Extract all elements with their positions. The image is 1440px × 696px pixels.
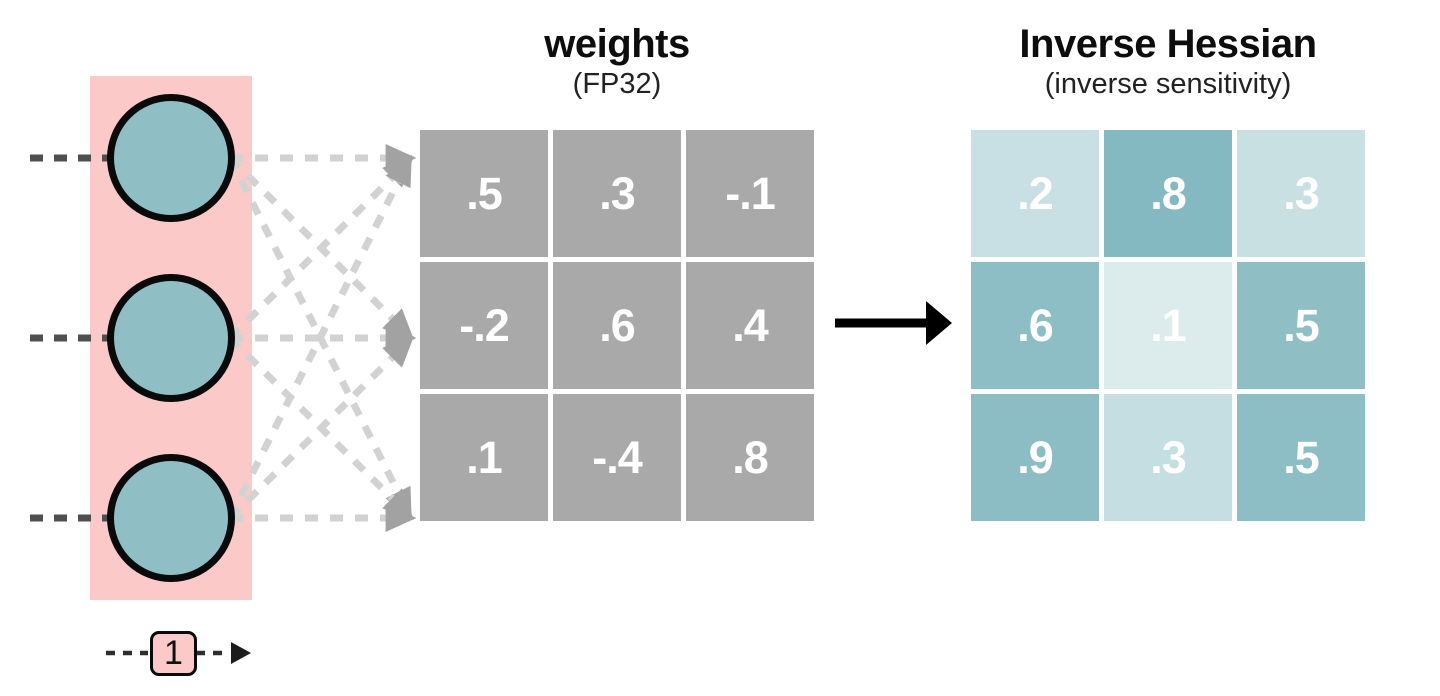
hessian-title-block: Inverse Hessian (inverse sensitivity) [951, 22, 1385, 101]
connection-lines [226, 144, 417, 532]
weight-cell: .3 [553, 130, 681, 257]
hessian-cell: .9 [971, 394, 1099, 521]
bias-arrowhead-icon [231, 642, 251, 664]
hessian-cell: .2 [971, 130, 1099, 257]
hessian-title: Inverse Hessian [1019, 22, 1317, 66]
neuron-3 [107, 454, 235, 582]
weight-cell: .8 [686, 394, 814, 521]
hessian-cell: .5 [1237, 262, 1365, 389]
weights-subtitle: (FP32) [572, 68, 662, 100]
bias-box: 1 [150, 631, 197, 676]
weights-title: weights [544, 22, 690, 66]
hessian-cell: .8 [1104, 130, 1232, 257]
hessian-cell: .1 [1104, 262, 1232, 389]
hessian-matrix: .2 .8 .3 .6 .1 .5 .9 .3 .5 [971, 130, 1365, 521]
input-dash-lines [30, 154, 112, 522]
flow-arrowhead-icon [926, 301, 952, 345]
weight-cell: .5 [420, 130, 548, 257]
neuron-1 [107, 94, 235, 222]
hessian-cell: .3 [1237, 130, 1365, 257]
weight-cell: -.1 [686, 130, 814, 257]
hessian-cell: .3 [1104, 394, 1232, 521]
connection-line [226, 156, 412, 520]
flow-arrow [835, 301, 952, 345]
bias-arrow [106, 642, 251, 664]
connection-line [227, 336, 414, 521]
weight-cell: -.2 [420, 262, 548, 389]
hessian-cell: .5 [1237, 394, 1365, 521]
hessian-cell: .6 [971, 262, 1099, 389]
weight-cell: .6 [553, 262, 681, 389]
neuron-2 [107, 274, 235, 402]
connection-line [227, 156, 414, 341]
weights-matrix: .5 .3 -.1 -.2 .6 .4 .1 -.4 .8 [420, 130, 814, 521]
weight-cell: .1 [420, 394, 548, 521]
connection-line [226, 154, 412, 520]
hessian-subtitle: (inverse sensitivity) [1044, 68, 1292, 100]
weight-cell: -.4 [553, 394, 681, 521]
weight-cell: .4 [686, 262, 814, 389]
weights-title-block: weights (FP32) [420, 22, 814, 101]
